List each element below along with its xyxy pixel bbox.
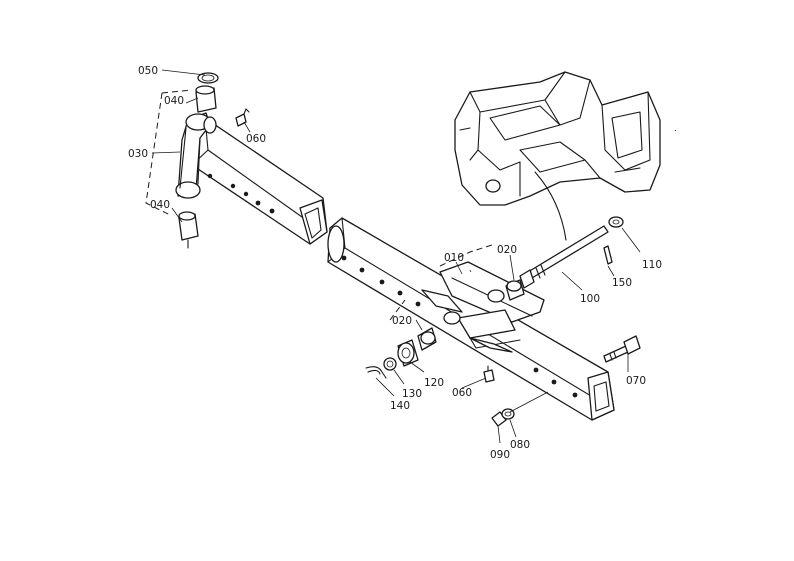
callout-060-top: 060	[246, 133, 266, 145]
callout-110: 110	[642, 259, 662, 271]
callout-040-bottom: 040	[150, 199, 170, 211]
callout-090: 090	[490, 449, 510, 461]
callout-040-top: 040	[164, 95, 184, 107]
center-pin-assembly	[519, 216, 624, 289]
callout-100: 100	[580, 293, 600, 305]
leader-lines	[151, 69, 641, 444]
callout-060-center: 060	[452, 387, 472, 399]
callout-150: 150	[612, 277, 632, 289]
callout-070: 070	[626, 375, 646, 387]
stray-mark	[674, 129, 677, 132]
callout-labels: 050 040 060 030 040 010 020 110 150 100 …	[128, 65, 662, 461]
grease-fitting-center	[483, 365, 495, 383]
frame-leader	[534, 171, 567, 241]
stray-mark	[469, 269, 472, 273]
bolt-070	[603, 335, 641, 363]
callout-140: 140	[390, 400, 410, 412]
callout-020-lower: 020	[392, 315, 412, 327]
callout-020-upper: 020	[497, 244, 517, 256]
callout-120: 120	[424, 377, 444, 389]
pivot-hardware-left	[365, 339, 419, 379]
callout-050: 050	[138, 65, 158, 77]
callout-030: 030	[128, 148, 148, 160]
axle-center-tube	[327, 217, 615, 421]
callout-080: 080	[510, 439, 530, 451]
callout-130: 130	[402, 388, 422, 400]
axle-left-assembly	[145, 72, 328, 249]
callout-010: 010	[444, 252, 464, 264]
tractor-frame	[454, 71, 661, 206]
